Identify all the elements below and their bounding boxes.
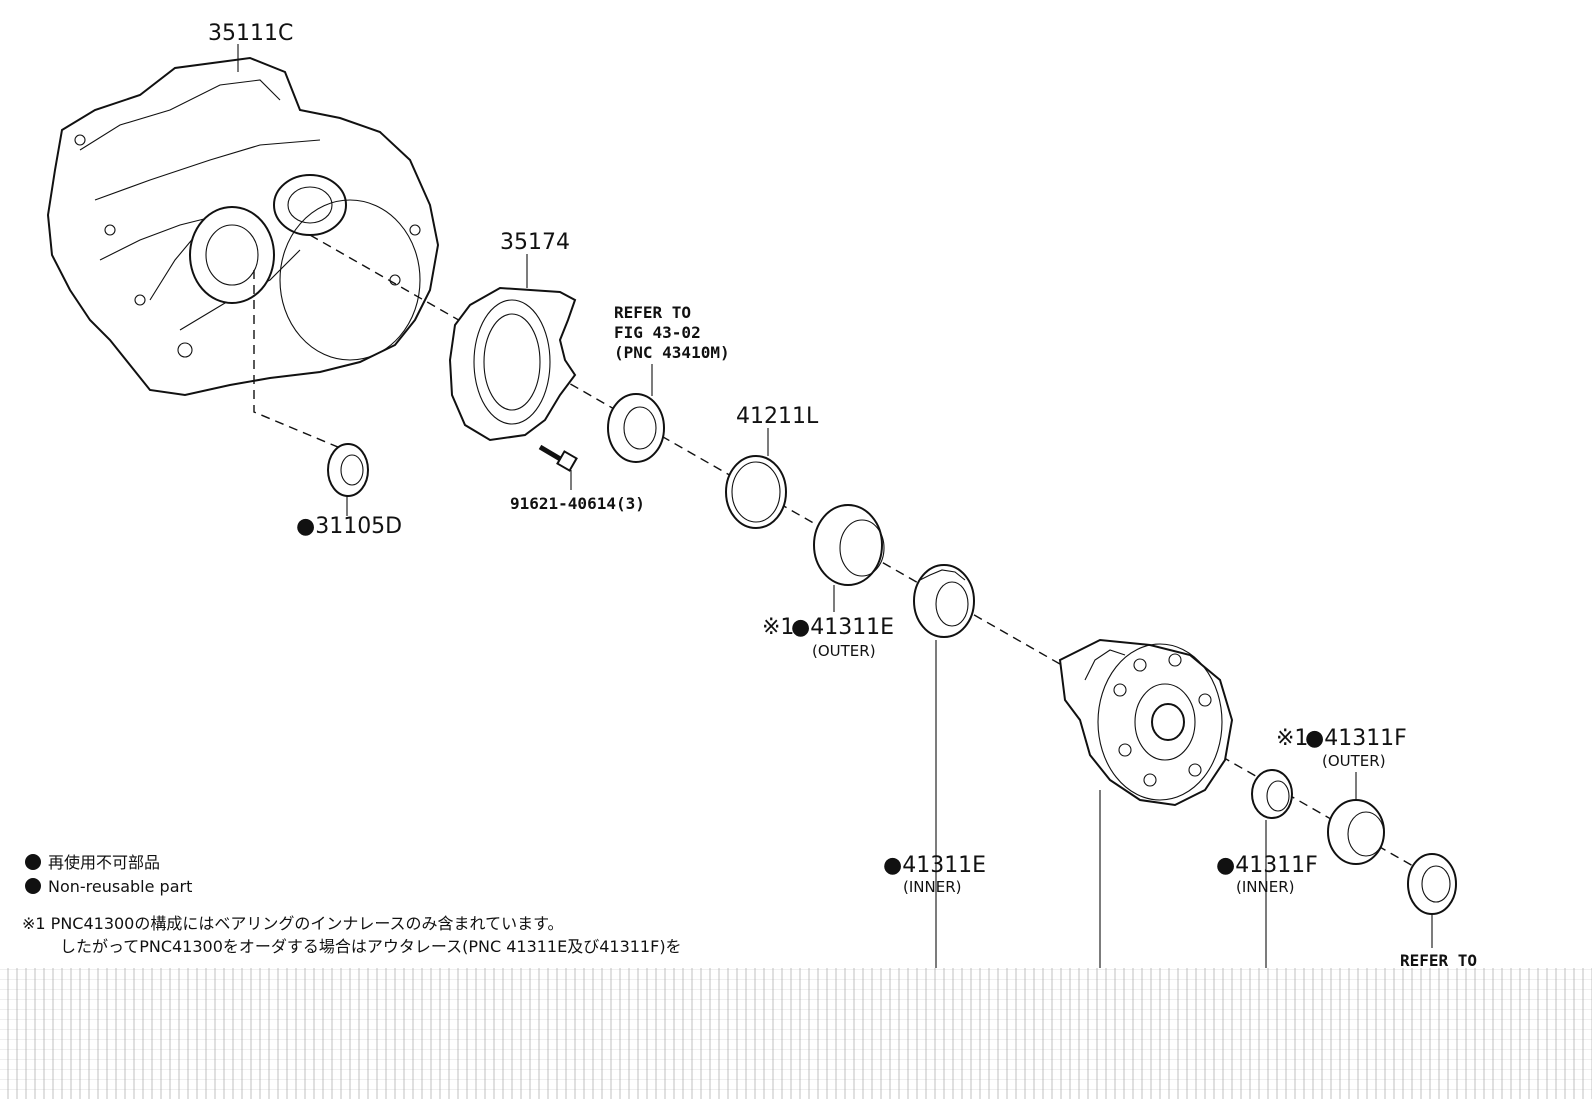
seal-axis	[253, 270, 346, 451]
legend-jp: 再使用不可部品	[48, 853, 160, 872]
label-outer-e: ●41311E	[791, 615, 894, 640]
label-outer-f-prefix: ※1	[1276, 726, 1308, 751]
inner-race-f[interactable]	[1251, 769, 1293, 819]
label-inner-e-sub: (INNER)	[903, 878, 961, 896]
label-refer-3: (PNC 43410M)	[614, 343, 730, 362]
label-refer-2: FIG 43-02	[614, 323, 701, 342]
label-outer-e-sub: (OUTER)	[812, 642, 876, 660]
bearing-retainer-cover[interactable]	[448, 286, 577, 442]
oil-seal-right[interactable]	[1407, 853, 1457, 915]
label-outer-e-prefix: ※1	[762, 615, 794, 640]
legend-dot-jp	[25, 854, 41, 870]
label-seal-left: ●31105D	[296, 514, 402, 539]
transmission-case[interactable]	[46, 56, 440, 397]
scan-noise-band	[0, 968, 1592, 1099]
outer-race-e[interactable]	[813, 504, 885, 586]
outer-race-f[interactable]	[1327, 799, 1385, 865]
label-inner-f-sub: (INNER)	[1236, 878, 1294, 896]
differential-assembly[interactable]	[1058, 638, 1234, 807]
label-refer-bottom: REFER TO	[1400, 951, 1477, 970]
shim[interactable]	[725, 455, 787, 529]
note-line-1: ※1 PNC41300の構成にはベアリングのインナレースのみ含まれています。	[22, 914, 563, 933]
note-line-2: したがってPNC41300をオーダする場合はアウタレース(PNC 41311E及…	[60, 937, 682, 956]
label-bolt: 91621-40614(3)	[510, 494, 645, 513]
inner-race-e[interactable]	[913, 564, 975, 638]
legend-dot-en	[25, 878, 41, 894]
oil-seal-left[interactable]	[327, 443, 369, 497]
bolt[interactable]	[538, 444, 578, 472]
oil-seal-refer[interactable]	[607, 393, 665, 463]
legend-en: Non-reusable part	[48, 877, 192, 896]
label-inner-e: ●41311E	[883, 853, 986, 878]
label-refer-1: REFER TO	[614, 303, 691, 322]
label-shim: 41211L	[736, 404, 819, 429]
label-outer-f: ●41311F	[1305, 726, 1407, 751]
label-inner-f: ●41311F	[1216, 853, 1318, 878]
label-case: 35111C	[208, 21, 293, 46]
label-cover: 35174	[500, 230, 570, 255]
label-outer-f-sub: (OUTER)	[1322, 752, 1386, 770]
